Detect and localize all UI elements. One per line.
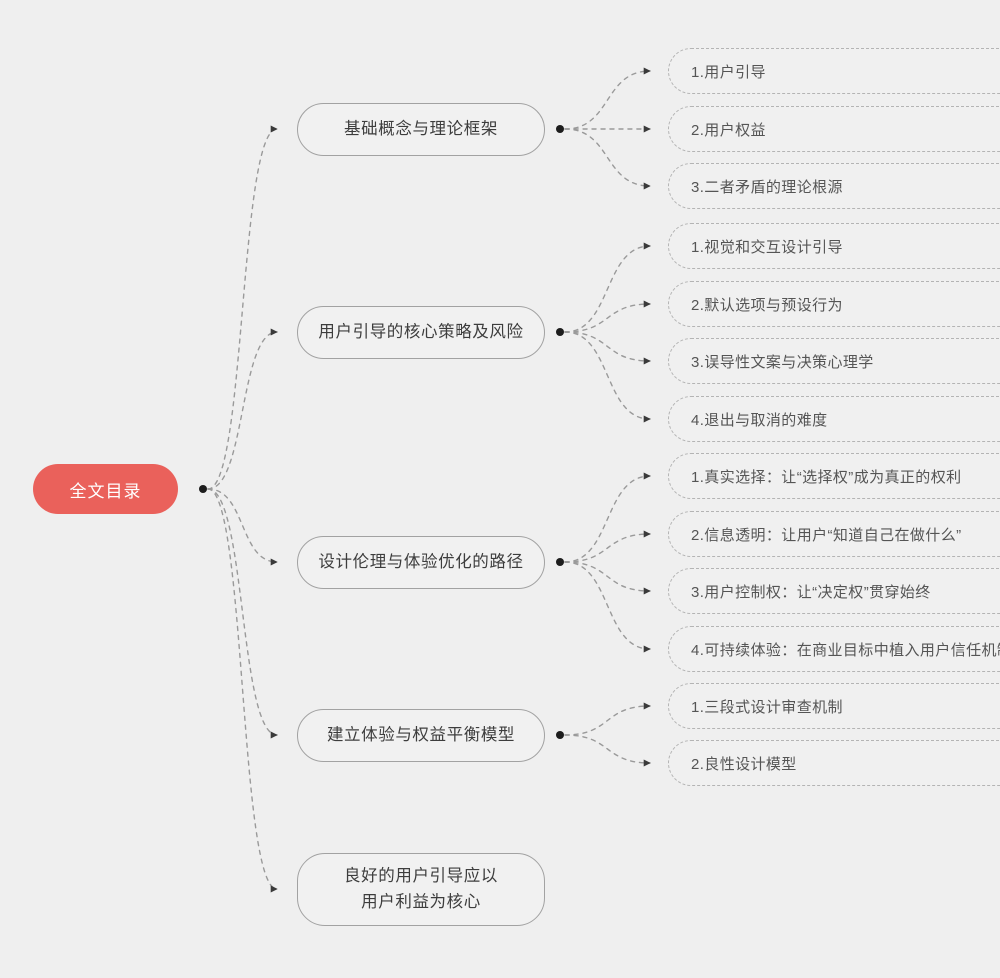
- branch-node[interactable]: 基础概念与理论框架: [297, 103, 545, 156]
- branch-node[interactable]: 设计伦理与体验优化的路径: [297, 536, 545, 589]
- branch-connector-dot: [556, 125, 564, 133]
- leaf-node-label: 3.误导性文案与决策心理学: [691, 353, 874, 371]
- leaf-node-label: 4.退出与取消的难度: [691, 411, 828, 429]
- leaf-node[interactable]: 2.信息透明：让用户“知道自己在做什么”: [668, 511, 1000, 557]
- leaf-node[interactable]: 3.二者矛盾的理论根源: [668, 163, 1000, 209]
- branch-node-label: 基础概念与理论框架: [344, 119, 498, 138]
- branch-node[interactable]: 用户引导的核心策略及风险: [297, 306, 545, 359]
- leaf-node-label: 3.用户控制权：让“决定权”贯穿始终: [691, 583, 931, 601]
- leaf-node[interactable]: 1.视觉和交互设计引导: [668, 223, 1000, 269]
- leaf-node-label: 4.可持续体验：在商业目标中植入用户信任机制: [691, 641, 1000, 659]
- leaf-node[interactable]: 1.用户引导: [668, 48, 1000, 94]
- branch-node[interactable]: 良好的用户引导应以 用户利益为核心: [297, 853, 545, 926]
- leaf-node-label: 2.默认选项与预设行为: [691, 296, 843, 314]
- leaf-node[interactable]: 2.默认选项与预设行为: [668, 281, 1000, 327]
- root-connector-dot: [199, 485, 207, 493]
- branch-node-label: 良好的用户引导应以 用户利益为核心: [344, 866, 498, 911]
- branch-node-label: 用户引导的核心策略及风险: [318, 322, 524, 341]
- leaf-node-label: 1.真实选择：让“选择权”成为真正的权利: [691, 468, 962, 486]
- branch-connector-dot: [556, 731, 564, 739]
- branch-node[interactable]: 建立体验与权益平衡模型: [297, 709, 545, 762]
- leaf-node-label: 1.视觉和交互设计引导: [691, 238, 843, 256]
- leaf-node[interactable]: 1.三段式设计审查机制: [668, 683, 1000, 729]
- leaf-node-label: 1.三段式设计审查机制: [691, 698, 843, 716]
- leaf-node-label: 2.用户权益: [691, 121, 766, 139]
- leaf-node[interactable]: 3.用户控制权：让“决定权”贯穿始终: [668, 568, 1000, 614]
- root-node[interactable]: 全文目录: [33, 464, 178, 514]
- leaf-node[interactable]: 2.良性设计模型: [668, 740, 1000, 786]
- branch-connector-dot: [556, 328, 564, 336]
- branch-node-label: 设计伦理与体验优化的路径: [318, 552, 524, 571]
- branch-node-label: 建立体验与权益平衡模型: [326, 725, 516, 744]
- root-node-label: 全文目录: [69, 481, 142, 501]
- leaf-node[interactable]: 4.退出与取消的难度: [668, 396, 1000, 442]
- leaf-node[interactable]: 3.误导性文案与决策心理学: [668, 338, 1000, 384]
- leaf-node-label: 2.信息透明：让用户“知道自己在做什么”: [691, 526, 962, 544]
- branch-connector-dot: [556, 558, 564, 566]
- leaf-node-label: 3.二者矛盾的理论根源: [691, 178, 843, 196]
- leaf-node-label: 1.用户引导: [691, 63, 766, 81]
- leaf-node[interactable]: 4.可持续体验：在商业目标中植入用户信任机制: [668, 626, 1000, 672]
- leaf-node[interactable]: 1.真实选择：让“选择权”成为真正的权利: [668, 453, 1000, 499]
- leaf-node-label: 2.良性设计模型: [691, 755, 797, 773]
- leaf-node[interactable]: 2.用户权益: [668, 106, 1000, 152]
